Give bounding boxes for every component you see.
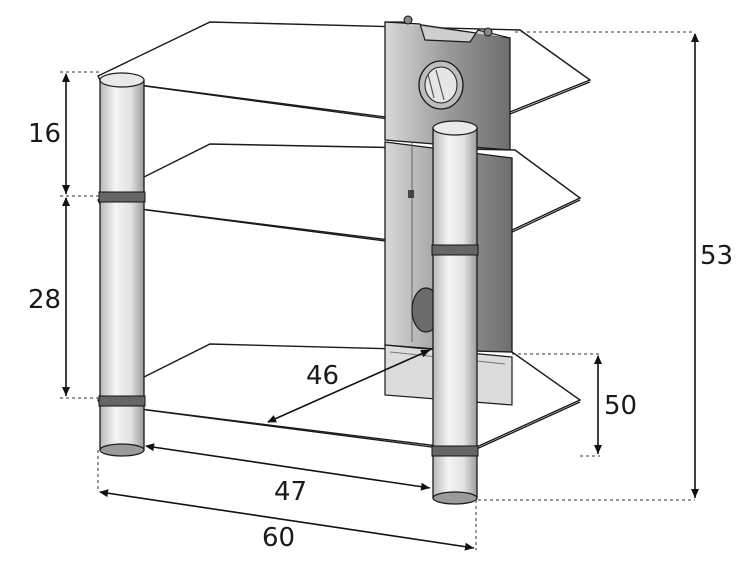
dim-arrow-47	[145, 443, 431, 491]
dim-arrow-46	[267, 349, 431, 423]
label-shelf-gap-top: 16	[28, 119, 61, 149]
back-panel-upper	[384, 15, 511, 151]
left-pillar	[98, 72, 146, 457]
right-pillar	[431, 120, 479, 505]
extension-lines	[60, 31, 695, 550]
label-shelf-gap-lower: 28	[28, 285, 61, 315]
dim-arrow-60	[99, 489, 475, 551]
label-inner-width: 47	[274, 477, 307, 507]
label-overall-width: 60	[262, 523, 295, 553]
dimension-arrows	[62, 33, 699, 551]
top-shelf	[97, 21, 592, 131]
label-shelf-depth: 50	[604, 391, 637, 421]
label-total-height: 53	[700, 241, 733, 271]
label-inner-depth: 46	[306, 361, 339, 391]
dimension-labels: 16 28 53 50 46 47 60	[28, 119, 733, 553]
